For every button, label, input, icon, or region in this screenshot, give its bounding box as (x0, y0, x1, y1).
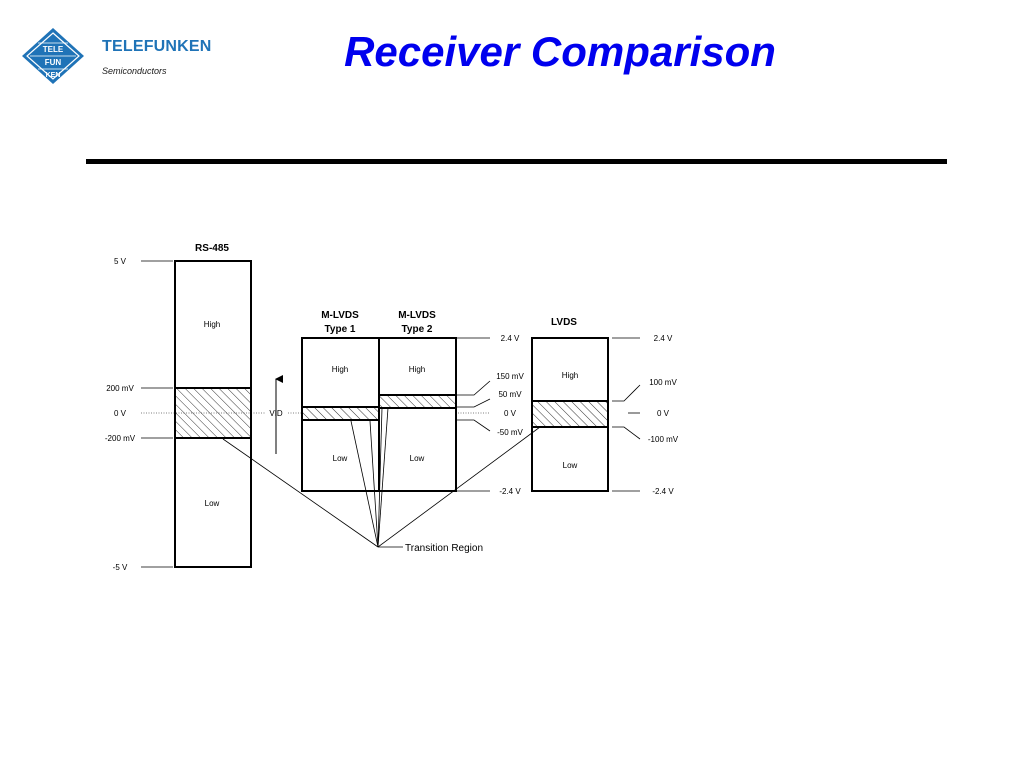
lvds-label-lower: -100 mV (648, 435, 679, 444)
lvds-leader-lower (612, 426, 641, 440)
lvds-transition-band (531, 400, 609, 428)
mlvds-label-150: 150 mV (496, 372, 524, 381)
mlvds-label-50: 50 mV (498, 390, 522, 399)
telefunken-emblem-icon: TELE FUN KEN (22, 28, 84, 84)
mlvds-label-top: 2.4 V (501, 334, 520, 343)
transition-region-label: Transition Region (405, 543, 483, 554)
mlvds2-header-line2: Type 2 (402, 324, 433, 335)
telefunken-logo: TELE FUN KEN TELEFUNKEN Semiconductors (18, 26, 211, 86)
emblem-line-3: KEN (46, 72, 61, 79)
mlvds2-transition-band (378, 394, 457, 409)
mlvds-leader-150 (456, 380, 491, 396)
transition-pointer-lines (222, 407, 541, 548)
mlvds-label-m50: -50 mV (497, 428, 523, 437)
lvds-label-upper: 100 mV (649, 378, 677, 387)
mlvds-leader-m50 (456, 419, 491, 432)
lvds-label-bottom: -2.4 V (652, 487, 674, 496)
mlvds2-high-label: High (409, 365, 425, 374)
rs485-label-upper: 200 mV (106, 384, 134, 393)
mlvds1-header-line1: M-LVDS (321, 310, 359, 321)
lvds-label-top: 2.4 V (654, 334, 673, 343)
emblem-line-2: FUN (45, 58, 62, 67)
mlvds2-header-line1: M-LVDS (398, 310, 436, 321)
lvds-label-zero: 0 V (657, 409, 670, 418)
rs485-transition-band (174, 387, 252, 439)
logo-subtitle: Semiconductors (102, 66, 167, 76)
logo-wordmark: TELEFUNKEN (102, 38, 212, 55)
mlvds1-high-label: High (332, 365, 348, 374)
rs485-header: RS-485 (195, 243, 229, 254)
lvds-header: LVDS (551, 317, 577, 328)
rs485-label-lower: -200 mV (105, 434, 136, 443)
vid-label: VID (269, 409, 283, 418)
mlvds-label-bottom: -2.4 V (499, 487, 521, 496)
mlvds2-box (378, 337, 457, 492)
rs485-label-zero: 0 V (114, 409, 127, 418)
mlvds-leader-50 (456, 398, 491, 408)
rs485-low-label: Low (205, 499, 220, 508)
rs485-label-top: 5 V (114, 257, 127, 266)
page-title: Receiver Comparison (344, 28, 776, 75)
lvds-low-label: Low (563, 461, 578, 470)
rs485-label-bottom: -5 V (113, 563, 128, 572)
mlvds1-transition-band (301, 406, 380, 421)
lvds-leader-upper (612, 384, 641, 402)
mlvds1-low-label: Low (333, 454, 348, 463)
rs485-high-label: High (204, 320, 220, 329)
lvds-high-label: High (562, 371, 578, 380)
mlvds1-header-line2: Type 1 (325, 324, 356, 335)
mlvds-label-zero: 0 V (504, 409, 517, 418)
emblem-line-1: TELE (43, 45, 64, 54)
title-underline (86, 159, 947, 164)
mlvds2-low-label: Low (410, 454, 425, 463)
